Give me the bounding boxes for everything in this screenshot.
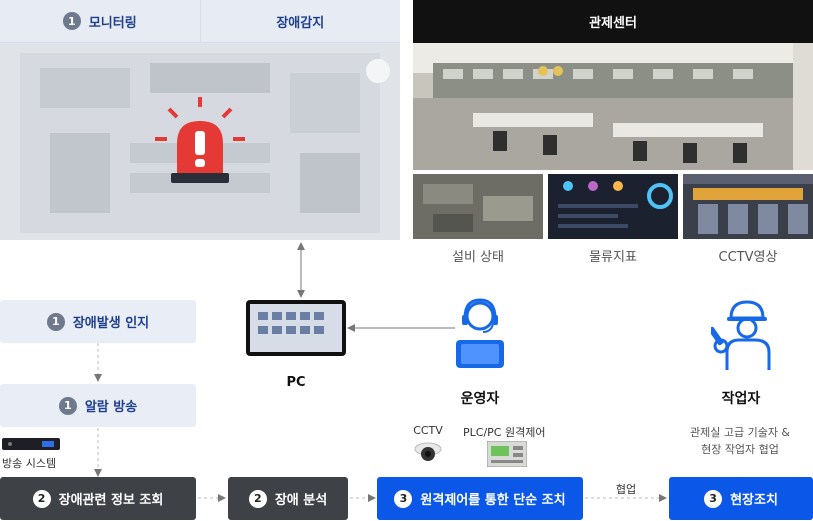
pc-label: PC	[286, 375, 306, 390]
remote-control-action-step[interactable]: 3 원격제어를 통한 단순 조치	[377, 477, 583, 520]
monitoring-panel: 1 모니터링 장애감지	[0, 0, 400, 240]
step-number-badge: 2	[248, 489, 267, 508]
alarm-broadcast-step[interactable]: 1 알람 방송	[0, 384, 196, 427]
broadcast-device-icon	[2, 438, 60, 450]
worker-helmet-icon	[711, 300, 771, 370]
control-room-photo	[413, 43, 813, 170]
tab-failure-detection[interactable]: 장애감지	[199, 0, 401, 42]
field-action-step[interactable]: 3 현장조치	[669, 477, 813, 520]
cctv-camera-icon	[414, 442, 442, 461]
collaboration-label: 협업	[615, 483, 637, 496]
failure-analysis-label: 장애 분석	[274, 493, 328, 508]
equipment-status-thumbnail[interactable]	[413, 174, 543, 239]
control-center-header: 관제센터	[413, 0, 813, 43]
failure-info-lookup-step[interactable]: 2 장애관련 정보 조회	[0, 477, 196, 520]
broadcast-system-label: 방송 시스템	[2, 457, 57, 470]
step-number-badge: 2	[32, 489, 51, 508]
plc-controller-icon	[487, 441, 527, 467]
tab-failure-detection-label: 장애감지	[276, 15, 325, 31]
step-number-badge: 1	[62, 12, 81, 30]
field-action-label: 현장조치	[730, 493, 778, 508]
remote-control-action-label: 원격제어를 통한 단순 조치	[420, 493, 566, 508]
tab-monitoring-label: 모니터링	[88, 15, 137, 31]
alarm-broadcast-label: 알람 방송	[84, 400, 138, 415]
tab-monitoring[interactable]: 1 모니터링	[0, 0, 200, 42]
cctv-video-thumbnail[interactable]	[683, 174, 813, 239]
control-center-title: 관제센터	[589, 16, 637, 31]
failure-analysis-step[interactable]: 2 장애 분석	[228, 477, 348, 520]
pc-monitor-icon[interactable]	[246, 300, 346, 356]
monitoring-tabs: 1 모니터링 장애감지	[0, 0, 400, 43]
step-number-badge: 1	[46, 312, 65, 331]
failure-recognition-step[interactable]: 1 장애발생 인지	[0, 300, 196, 343]
cctv-video-label: CCTV영상	[718, 250, 778, 265]
alarm-siren-icon	[155, 97, 245, 183]
step-number-badge: 3	[704, 489, 723, 508]
worker-description-line2: 현장 작업자 협업	[701, 443, 779, 456]
worker-description-line1: 관제실 고급 기술자 &	[689, 426, 791, 439]
operator-headset-icon	[456, 298, 504, 368]
equipment-status-label: 설비 상태	[452, 250, 504, 265]
failure-info-lookup-label: 장애관련 정보 조회	[58, 493, 164, 508]
worker-label: 작업자	[721, 391, 761, 407]
cctv-label: CCTV	[413, 424, 443, 437]
logistics-index-thumbnail[interactable]	[548, 174, 678, 239]
step-number-badge: 1	[58, 396, 77, 415]
failure-recognition-label: 장애발생 인지	[72, 316, 150, 331]
operator-label: 운영자	[460, 391, 500, 407]
plc-remote-control-label: PLC/PC 원격제어	[463, 426, 546, 439]
logistics-index-label: 물류지표	[589, 250, 637, 265]
step-number-badge: 3	[394, 489, 413, 508]
